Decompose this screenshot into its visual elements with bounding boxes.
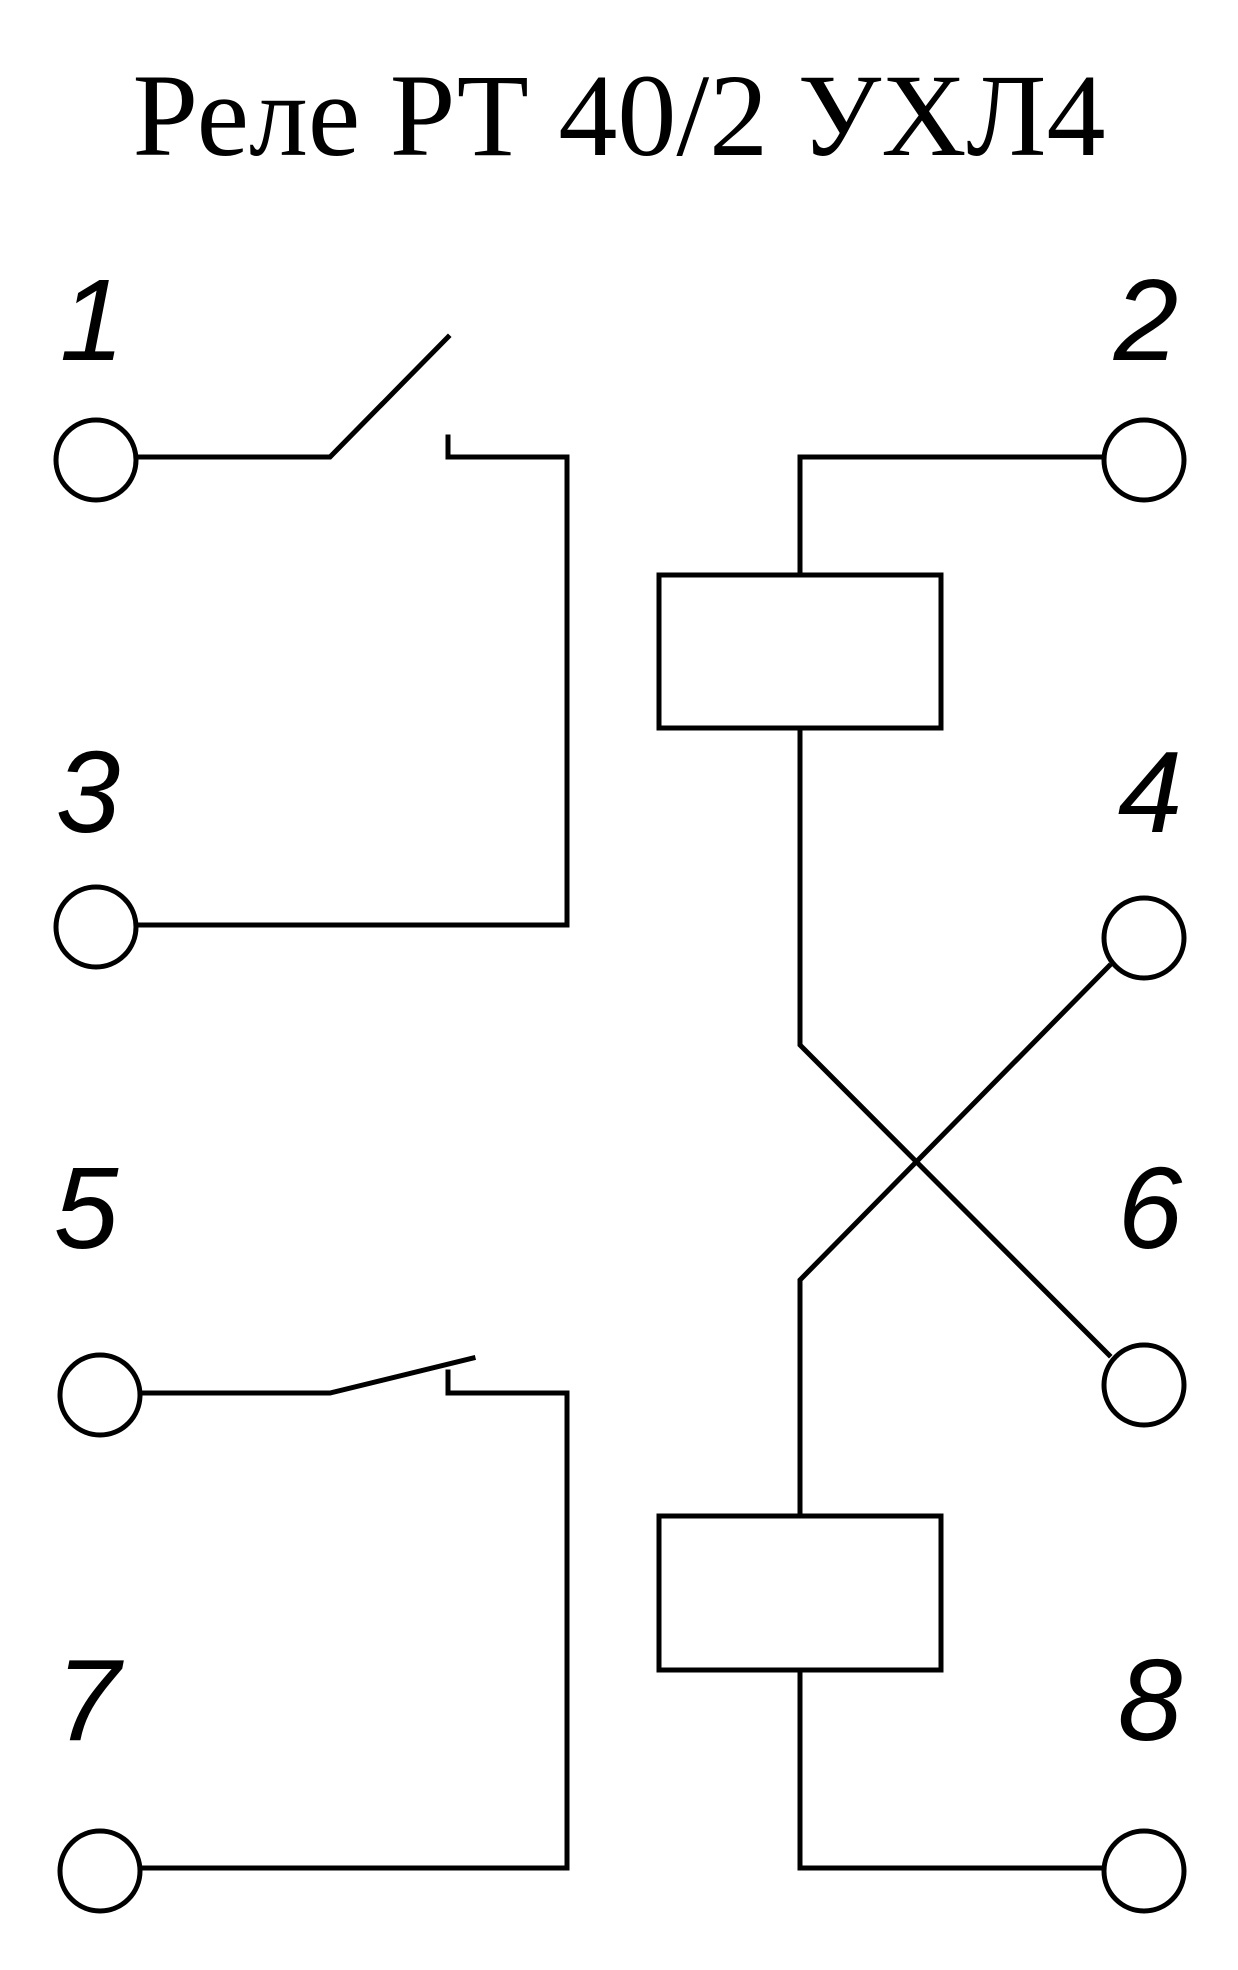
terminal-label-3: 3 xyxy=(56,727,121,857)
terminal-1 xyxy=(53,417,139,503)
wire-terminal-1-to-switch xyxy=(133,333,452,460)
terminal-label-1: 1 xyxy=(60,255,125,385)
wire-coil-to-terminal-6 xyxy=(797,725,1113,1359)
wire-coil-to-terminal-8 xyxy=(797,1667,1107,1871)
terminal-4 xyxy=(1101,895,1187,981)
relay-coil-lower xyxy=(656,1513,944,1673)
terminal-3 xyxy=(53,884,139,970)
terminal-6 xyxy=(1101,1342,1187,1428)
terminal-label-8: 8 xyxy=(1118,1635,1183,1765)
terminal-label-6: 6 xyxy=(1118,1143,1183,1273)
terminal-2 xyxy=(1101,417,1187,503)
terminal-5 xyxy=(57,1352,143,1438)
wire-switch-to-terminal-3 xyxy=(133,434,570,928)
terminal-7 xyxy=(57,1828,143,1914)
diagram-title: Реле РТ 40/2 УХЛ4 xyxy=(133,50,1106,181)
terminal-label-7: 7 xyxy=(56,1635,125,1765)
relay-coil-upper xyxy=(656,572,944,731)
wire-terminal-4-to-coil xyxy=(797,962,1113,1519)
terminal-label-5: 5 xyxy=(54,1143,119,1273)
wire-switch-to-terminal-7 xyxy=(133,1369,570,1871)
terminal-label-2: 2 xyxy=(1113,255,1179,385)
wire-terminal-5-to-switch xyxy=(133,1354,477,1396)
terminal-label-4: 4 xyxy=(1118,727,1183,857)
terminal-8 xyxy=(1101,1828,1187,1914)
wire-terminal-2-to-coil xyxy=(797,454,1107,578)
